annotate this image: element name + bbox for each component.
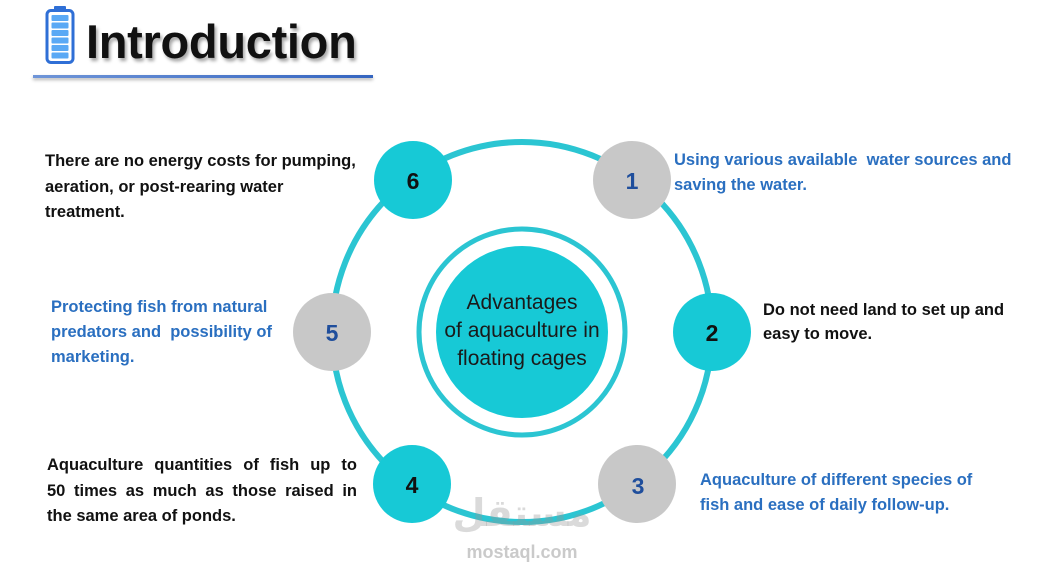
step-6-circle xyxy=(374,141,452,219)
step-1-number: 1 xyxy=(626,168,639,194)
step-4-circle xyxy=(373,445,451,523)
step-4-number: 4 xyxy=(406,472,419,498)
watermark-site: mostaql.com xyxy=(466,542,578,562)
watermark-logo: مستقل xyxy=(452,491,592,535)
center-label-line: Advantages xyxy=(466,291,578,314)
battery-level-bar xyxy=(51,30,69,36)
page-title: Introduction xyxy=(86,15,357,68)
step-4: 4 xyxy=(373,445,451,523)
step-6: 6 xyxy=(374,141,452,219)
description-line: Aquaculture quantities of fish up to xyxy=(47,456,357,474)
step-3: 3 xyxy=(598,445,676,523)
step-5: 5 xyxy=(293,293,371,371)
battery-level-bar xyxy=(51,45,69,51)
step-4-description: Aquaculture quantities of fish up to 50 … xyxy=(47,453,357,530)
description-line: marketing. xyxy=(51,348,135,366)
description-line: easy to move. xyxy=(763,325,873,343)
step-6-description: There are no energy costs for pumping, a… xyxy=(45,149,356,226)
step-3-number: 3 xyxy=(632,473,645,499)
description-line: 50 times as much as those raised in xyxy=(47,481,357,500)
step-1-circle xyxy=(593,141,671,219)
description-line: Aquaculture of different species of xyxy=(700,471,973,489)
description-line: saving the water. xyxy=(674,176,807,194)
description-line: predators and possibility of xyxy=(51,323,272,341)
description-line: Protecting fish from natural xyxy=(51,298,268,316)
step-3-circle xyxy=(598,445,676,523)
center-label-line: floating cages xyxy=(457,347,587,370)
step-2: 2 xyxy=(673,293,751,371)
step-5-description: Protecting fish from natural predators a… xyxy=(51,295,272,370)
battery-level-bar xyxy=(51,15,69,21)
description-line: Do not need land to set up and xyxy=(763,301,1005,319)
description-line: Using various available water sources an… xyxy=(674,151,1012,169)
description-line: fish and ease of daily follow-up. xyxy=(700,496,950,514)
battery-level-bar xyxy=(51,37,69,44)
step-2-circle xyxy=(673,293,751,371)
title-underline xyxy=(33,75,373,78)
battery-level-bar xyxy=(51,22,69,29)
center-ring xyxy=(416,226,628,438)
battery-level-bar xyxy=(51,52,69,59)
step-2-number: 2 xyxy=(706,320,719,346)
description-line: the same area of ponds. xyxy=(47,507,236,525)
center-label: Advantages of aquaculture in floating ca… xyxy=(422,289,622,373)
step-1-description: Using various available water sources an… xyxy=(674,148,1011,198)
step-5-number: 5 xyxy=(326,320,339,346)
description-line: treatment. xyxy=(45,203,125,221)
center-disc xyxy=(436,246,608,418)
battery-icon xyxy=(45,6,75,64)
step-2-description: Do not need land to set up and easy to m… xyxy=(763,298,1004,346)
description-line: There are no energy costs for pumping, xyxy=(45,152,356,170)
step-3-description: Aquaculture of different species of fish… xyxy=(700,468,972,518)
center-label-line: of aquaculture in xyxy=(444,319,600,342)
step-1: 1 xyxy=(593,141,671,219)
description-line: aeration, or post-rearing water xyxy=(45,177,284,196)
step-6-number: 6 xyxy=(407,168,420,194)
step-5-circle xyxy=(293,293,371,371)
